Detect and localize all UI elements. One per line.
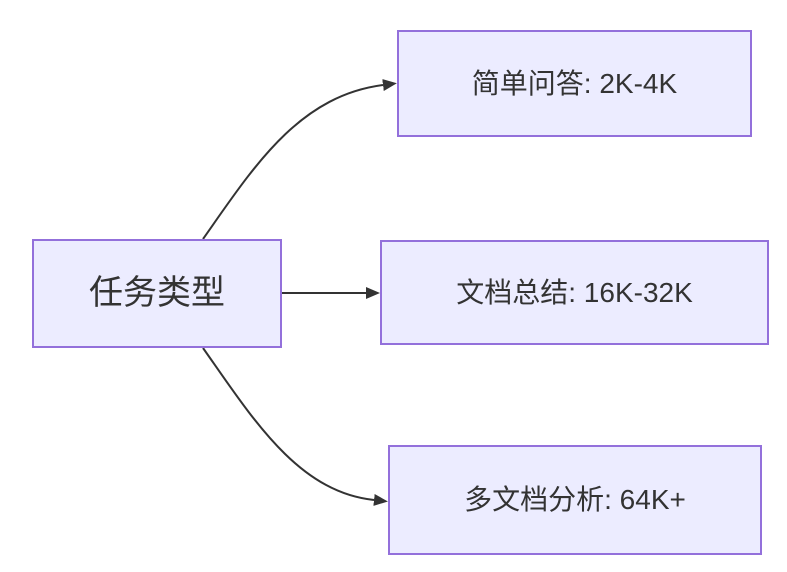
node-simple-qa: 简单问答: 2K-4K (397, 30, 752, 137)
node-doc-summary: 文档总结: 16K-32K (380, 240, 769, 345)
node-doc-summary-label: 文档总结: 16K-32K (456, 276, 693, 308)
node-task-type-label: 任务类型 (89, 274, 225, 313)
node-multi-doc-analysis-label: 多文档分析: 64K+ (464, 484, 686, 516)
edge-root-to-multi-doc (202, 347, 388, 506)
node-simple-qa-label: 简单问答: 2K-4K (471, 67, 678, 99)
edge-root-to-simple-qa (202, 79, 397, 240)
node-multi-doc-analysis: 多文档分析: 64K+ (388, 445, 762, 555)
node-task-type: 任务类型 (32, 239, 282, 348)
